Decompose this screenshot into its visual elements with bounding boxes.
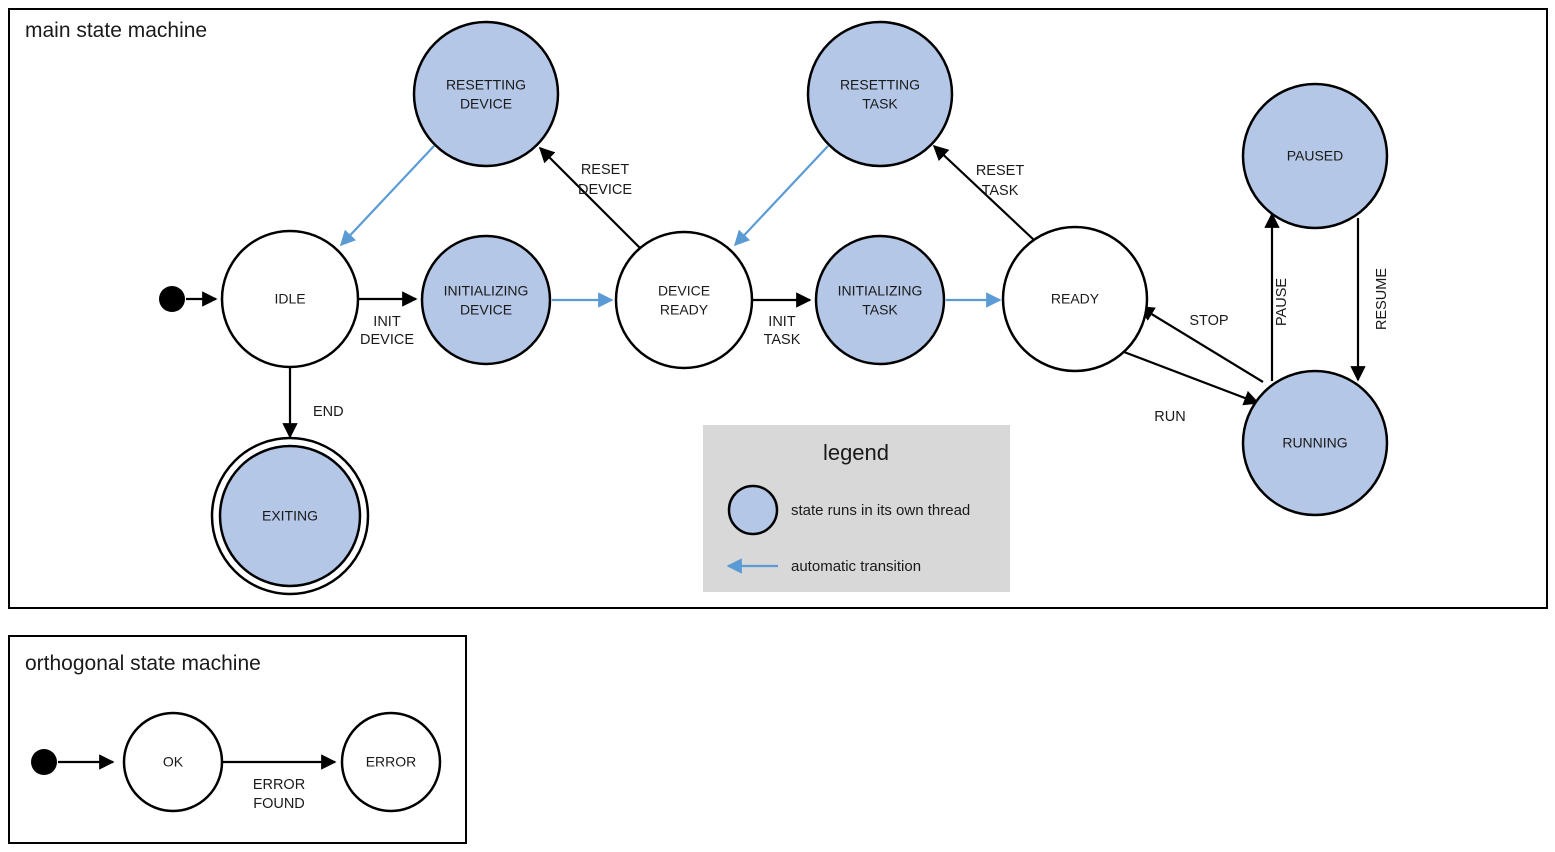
state-resetting-device-label-line2: DEVICE bbox=[460, 96, 512, 112]
state-resetting-device-circle[interactable] bbox=[412, 20, 560, 168]
state-initializing-task-label-line1: INITIALIZING bbox=[838, 283, 923, 299]
state-ready-circle[interactable] bbox=[1001, 225, 1149, 373]
transition-label-stop: STOP bbox=[1189, 313, 1228, 329]
transition-resetting-task-to-device-ready bbox=[733, 145, 829, 247]
transition-label-end: END bbox=[313, 404, 344, 420]
orthogonal-frame-title: orthogonal state machine bbox=[25, 652, 261, 675]
legend: legend state runs in its own thread auto… bbox=[703, 425, 1010, 592]
initial-state-marker-main bbox=[159, 286, 185, 312]
transition-label-reset-task-line1: RESET bbox=[976, 163, 1024, 179]
state-running[interactable]: RUNNING bbox=[1241, 369, 1389, 517]
state-running-circle[interactable] bbox=[1241, 369, 1389, 517]
legend-title: legend bbox=[823, 440, 889, 465]
state-paused[interactable]: PAUSED bbox=[1241, 82, 1389, 230]
state-resetting-device-label-line1: RESETTING bbox=[446, 77, 526, 93]
state-initializing-device-label-line1: INITIALIZING bbox=[444, 283, 529, 299]
main-transitions-layer: INIT DEVICE RESET DEVICE INIT TASK RESET… bbox=[186, 144, 1390, 439]
state-initializing-device-label-line2: DEVICE bbox=[460, 302, 512, 318]
state-ok-label: OK bbox=[163, 754, 184, 770]
state-initializing-task-label-line2: TASK bbox=[862, 302, 898, 318]
state-idle-label: IDLE bbox=[274, 291, 305, 307]
state-resetting-task[interactable]: RESETTING TASK bbox=[806, 20, 954, 168]
transition-label-error-found-line2: FOUND bbox=[253, 796, 305, 812]
transition-running-to-ready bbox=[1138, 306, 1264, 383]
transition-label-init-task-line1: INIT bbox=[768, 314, 796, 330]
transition-device-ready-to-resetting-device bbox=[538, 146, 641, 249]
state-device-ready[interactable]: DEVICE READY bbox=[614, 230, 754, 370]
state-resetting-task-circle[interactable] bbox=[806, 20, 954, 168]
state-exiting-circle[interactable] bbox=[218, 444, 362, 588]
legend-thread-state-text: state runs in its own thread bbox=[791, 502, 970, 519]
state-exiting-label: EXITING bbox=[262, 508, 318, 524]
legend-entry-auto-transition: automatic transition bbox=[726, 558, 921, 575]
state-resetting-task-label-line2: TASK bbox=[862, 96, 898, 112]
transition-label-error-found-line1: ERROR bbox=[253, 777, 305, 793]
transition-resetting-device-to-idle bbox=[339, 145, 435, 247]
state-paused-label: PAUSED bbox=[1287, 148, 1344, 164]
main-frame-title: main state machine bbox=[25, 19, 207, 42]
state-running-label: RUNNING bbox=[1282, 435, 1347, 451]
state-ready[interactable]: READY bbox=[1001, 225, 1149, 373]
state-ok[interactable]: OK bbox=[122, 711, 224, 813]
transition-label-reset-device-line1: RESET bbox=[581, 162, 629, 178]
state-initializing-task-circle[interactable] bbox=[814, 234, 946, 366]
transition-ready-to-running bbox=[1123, 350, 1260, 406]
orthogonal-state-machine-frame: orthogonal state machine ERROR FOUND OK … bbox=[8, 635, 467, 844]
transition-label-resume: RESUME bbox=[1374, 268, 1390, 330]
state-ok-circle[interactable] bbox=[122, 711, 224, 813]
initial-state-marker-orthogonal bbox=[31, 749, 57, 775]
transition-label-init-device-line2: DEVICE bbox=[360, 332, 414, 348]
state-error-circle[interactable] bbox=[340, 711, 442, 813]
state-resetting-device[interactable]: RESETTING DEVICE bbox=[412, 20, 560, 168]
state-initializing-task[interactable]: INITIALIZING TASK bbox=[814, 234, 946, 366]
state-idle[interactable]: IDLE bbox=[220, 229, 360, 369]
state-device-ready-circle[interactable] bbox=[614, 230, 754, 370]
legend-thread-state-swatch-icon bbox=[727, 484, 779, 536]
state-exiting-outer-ring bbox=[210, 436, 370, 596]
state-resetting-task-label-line1: RESETTING bbox=[840, 77, 920, 93]
transition-label-reset-device-line2: DEVICE bbox=[578, 182, 632, 198]
transition-ready-to-resetting-task bbox=[932, 144, 1035, 241]
state-initializing-device[interactable]: INITIALIZING DEVICE bbox=[420, 234, 552, 366]
state-paused-circle[interactable] bbox=[1241, 82, 1389, 230]
state-error[interactable]: ERROR bbox=[340, 711, 442, 813]
transition-label-reset-task-line2: TASK bbox=[982, 183, 1019, 199]
legend-auto-transition-text: automatic transition bbox=[791, 558, 921, 575]
transition-label-init-device-line1: INIT bbox=[373, 314, 401, 330]
state-idle-circle[interactable] bbox=[220, 229, 360, 369]
state-device-ready-label-line1: DEVICE bbox=[658, 283, 710, 299]
state-exiting[interactable]: EXITING bbox=[210, 436, 370, 596]
state-error-label: ERROR bbox=[366, 754, 417, 770]
transition-label-init-task-line2: TASK bbox=[764, 332, 801, 348]
state-initializing-device-circle[interactable] bbox=[420, 234, 552, 366]
transition-label-run: RUN bbox=[1154, 409, 1185, 425]
state-device-ready-label-line2: READY bbox=[660, 302, 709, 318]
transition-label-pause: PAUSE bbox=[1274, 278, 1290, 326]
state-ready-label: READY bbox=[1051, 291, 1100, 307]
main-states-layer: IDLE INITIALIZING DEVICE RESETTING DEVIC… bbox=[159, 20, 1389, 596]
legend-entry-thread-state: state runs in its own thread bbox=[727, 484, 970, 536]
